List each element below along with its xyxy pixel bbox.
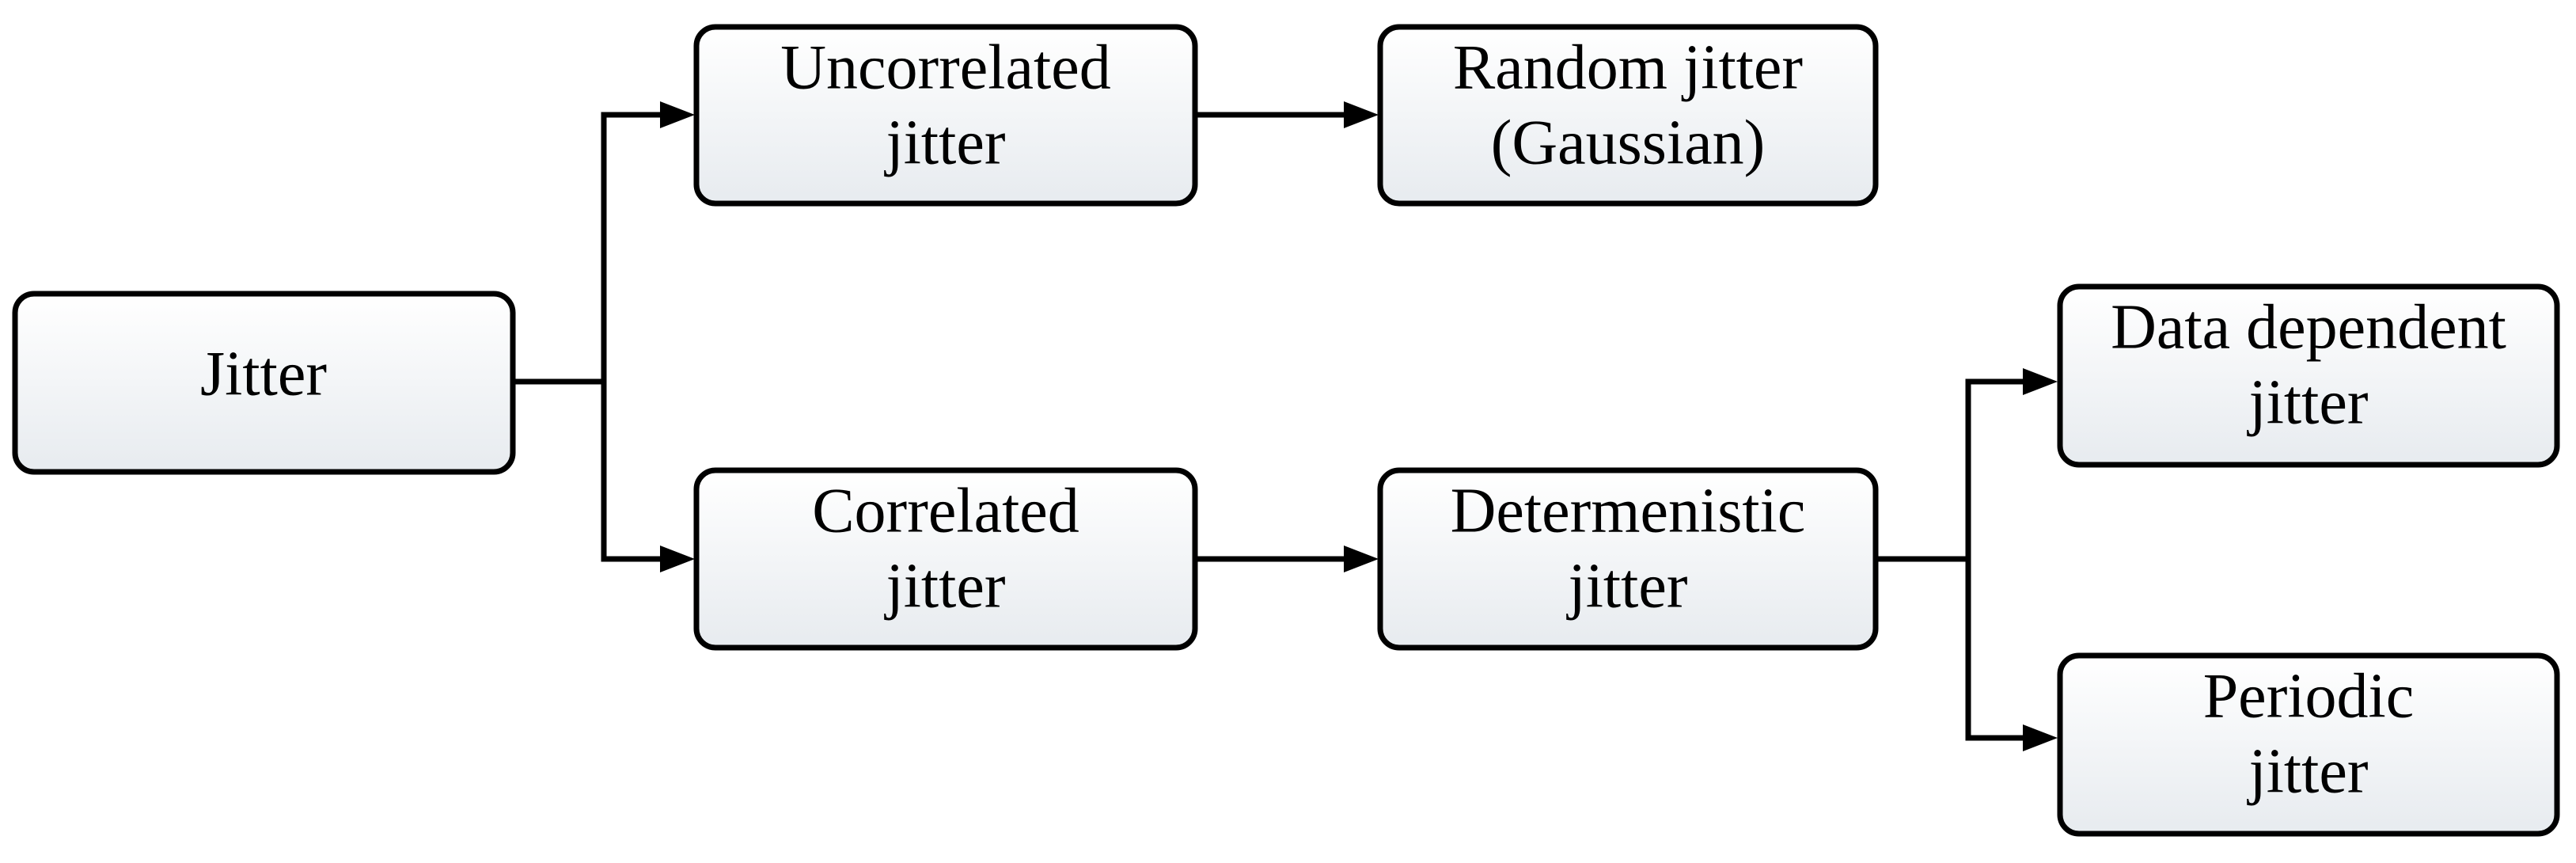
arrowhead-correlated bbox=[660, 546, 695, 572]
connector-jitter-to-uncorrelated bbox=[513, 112, 663, 385]
node-periodic-jitter: Periodic jitter bbox=[2057, 652, 2560, 837]
node-deterministic-jitter: Determenistic jitter bbox=[1377, 467, 1879, 651]
node-correlated-jitter-box bbox=[693, 467, 1198, 651]
node-uncorrelated-jitter-label-line1: Uncorrelated bbox=[780, 32, 1111, 102]
arrowhead-data-dependent bbox=[2023, 368, 2058, 395]
arrowhead-deterministic bbox=[1344, 546, 1379, 572]
node-deterministic-jitter-label-line1: Determenistic bbox=[1451, 476, 1806, 546]
node-data-dependent-jitter-label-line1: Data dependent bbox=[2111, 292, 2506, 362]
node-correlated-jitter-label-line1: Correlated bbox=[812, 476, 1079, 546]
node-deterministic-jitter-label-line2: jitter bbox=[1565, 551, 1687, 621]
connector-deterministic-to-periodic bbox=[1965, 559, 2026, 741]
node-jitter-label: Jitter bbox=[200, 339, 327, 409]
node-data-dependent-jitter: Data dependent jitter bbox=[2057, 283, 2560, 468]
node-uncorrelated-jitter-label-line2: jitter bbox=[883, 108, 1005, 177]
node-random-jitter-label-line1: Random jitter bbox=[1453, 32, 1803, 102]
node-uncorrelated-jitter: Uncorrelated jitter bbox=[693, 24, 1198, 207]
node-periodic-jitter-box bbox=[2057, 652, 2560, 837]
node-data-dependent-jitter-label-line2: jitter bbox=[2246, 367, 2368, 437]
connector-jitter-to-correlated bbox=[601, 382, 663, 562]
connectors bbox=[513, 101, 2058, 751]
arrowhead-uncorrelated bbox=[660, 101, 695, 128]
node-data-dependent-jitter-box bbox=[2057, 283, 2560, 468]
arrowhead-periodic bbox=[2023, 724, 2058, 751]
arrowhead-random bbox=[1344, 101, 1379, 128]
node-correlated-jitter-label-line2: jitter bbox=[883, 551, 1005, 621]
node-random-jitter-label-line2: (Gaussian) bbox=[1491, 108, 1766, 177]
node-deterministic-jitter-box bbox=[1377, 467, 1879, 651]
node-periodic-jitter-label-line1: Periodic bbox=[2203, 661, 2415, 731]
node-jitter-box bbox=[12, 291, 516, 475]
connector-deterministic-to-data-dependent bbox=[1876, 378, 2026, 562]
node-random-jitter: Random jitter (Gaussian) bbox=[1377, 24, 1879, 207]
node-correlated-jitter: Correlated jitter bbox=[693, 467, 1198, 651]
node-periodic-jitter-label-line2: jitter bbox=[2246, 736, 2368, 806]
node-random-jitter-box bbox=[1377, 24, 1879, 207]
node-uncorrelated-jitter-box bbox=[693, 24, 1198, 207]
node-jitter: Jitter bbox=[12, 291, 516, 475]
